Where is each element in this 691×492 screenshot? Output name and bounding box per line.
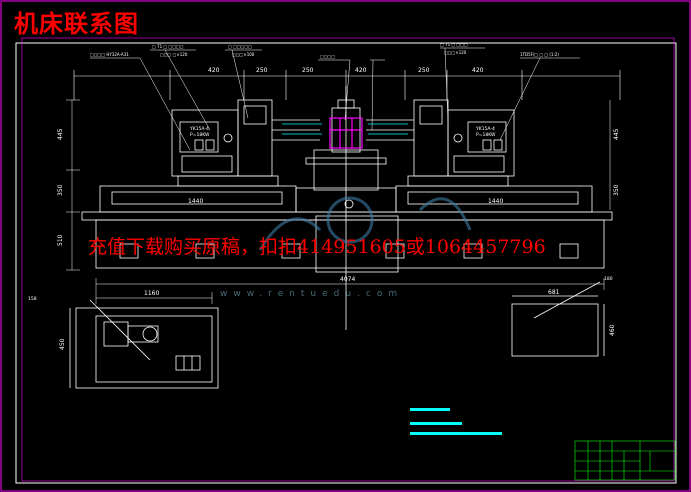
dim-180: 180 [604,276,613,282]
left-power-head [171,99,320,187]
watermark-logo [258,196,472,251]
dim-420-right: 420 [472,67,484,74]
dim-1440-right: 1440 [488,198,503,205]
dim-420-mid: 420 [355,67,367,74]
dim-1440-left: 1440 [188,198,203,205]
svg-text:□□□×100: □□□×100 [232,52,255,57]
vertical-dimensions [66,99,611,271]
drawing-title: 机床联系图 [14,9,139,38]
watermark-url: www.rentuedu.com [220,289,403,299]
dim-510-left: 510 [57,234,64,246]
dim-420-left: 420 [208,67,220,74]
left-head-tag: YK15A-4 [189,126,209,132]
watermark-text: 充值下载购买原稿，扣扣414951605或1064457796 [88,236,546,258]
svg-text:□□□×120: □□□×120 [444,50,467,55]
dim-445-right: 445 [613,128,620,140]
slide-bed [81,185,613,273]
title-block [574,440,676,481]
dim-1160: 1160 [144,290,159,297]
dim-445-left: 445 [57,128,64,140]
drawing-border [21,37,675,482]
right-head-tag: YK15A-4 [475,126,495,132]
dim-158: 158 [28,296,37,302]
technical-notes [410,408,502,435]
inner-frame [15,42,677,484]
right-power-head [366,99,515,187]
dim-4074: 4074 [340,276,355,283]
dim-350-right: 350 [613,184,620,196]
dim-681: 681 [548,289,560,296]
top-dimension-chain [73,70,621,100]
left-head-tag2: P=18KW [190,132,210,138]
svg-text:□□□ □×120: □□□ □×120 [160,52,188,57]
svg-text:□□□□: □□□□ [320,54,335,59]
svg-text:□□□□ HY32A-A31: □□□□ HY32A-A31 [90,52,129,57]
svg-text:□ 71 □ □□□□: □ 71 □ □□□□ [152,44,184,49]
svg-text:1TD5F/□ □ □ (1:2): 1TD5F/□ □ □ (1:2) [520,52,559,57]
dim-350-left: 350 [57,184,64,196]
right-head-tag2: P=18KW [476,132,496,138]
dim-460: 460 [609,324,616,336]
bottom-dimensions [95,278,605,304]
svg-text:□ □□□□□: □ □□□□□ [228,44,252,49]
hydraulic-station [69,299,219,389]
workpiece [329,117,363,149]
dim-250-right: 250 [418,67,430,74]
dim-250-mid: 250 [302,67,314,74]
top-leader-notes: □□□□ HY32A-A31 □ 71 □ □□□□ □□□ □×120 □ □… [90,42,559,59]
top-leaders [90,47,580,151]
spindle-tooling [282,123,408,135]
electric-cabinet [511,281,605,357]
dim-250-left: 250 [256,67,268,74]
dim-450: 450 [59,338,66,350]
svg-text:□ 71 □ □□□: □ 71 □ □□□ [440,42,468,47]
